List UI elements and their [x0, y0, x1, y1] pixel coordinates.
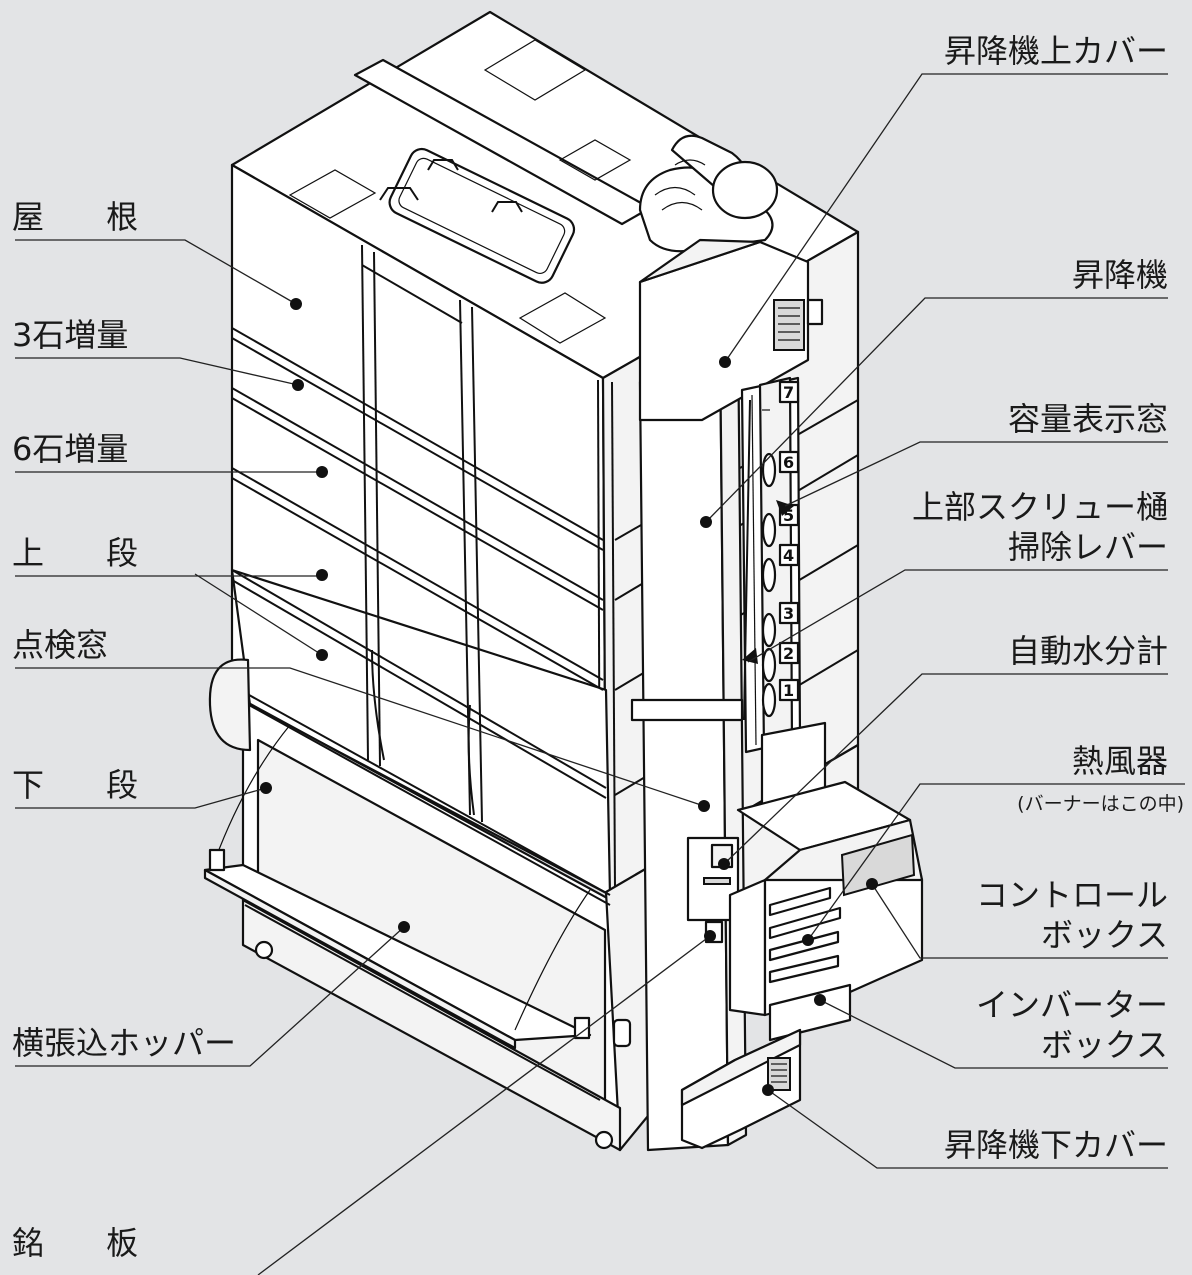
roof-dot	[290, 298, 302, 310]
elev-top-dot	[719, 356, 731, 368]
add6-dot	[316, 466, 328, 478]
capacity-number-boxes	[778, 380, 800, 702]
label-roof: 屋 根	[12, 198, 165, 236]
elevator-bottom-cover	[680, 1028, 802, 1150]
label-inverter-box-line2: ボックス	[1040, 1026, 1168, 1064]
capacity-numbers: 7 6 5 4 3 2 1	[783, 383, 794, 700]
label-elevator: 昇降機	[1071, 256, 1168, 294]
upper2-dot	[316, 649, 328, 661]
upper-dot	[316, 569, 328, 581]
capacity-number: 6	[783, 453, 794, 472]
elevator-dot	[700, 516, 712, 528]
fan-housing	[208, 658, 252, 752]
base-frame	[241, 898, 632, 1152]
label-add3: 3石増量	[12, 316, 129, 354]
label-control-box-line1: コントロール	[975, 876, 1168, 914]
heater-unit	[728, 721, 924, 1042]
label-upper-tier: 上 段	[12, 534, 165, 572]
panel-rows	[231, 327, 611, 906]
label-add6: 6石増量	[12, 430, 129, 468]
capacity-number: 3	[783, 604, 794, 623]
inverter-dot	[814, 994, 826, 1006]
label-control-box-line2: ボックス	[1040, 916, 1168, 954]
lower-dot	[260, 782, 272, 794]
nameplate-dot	[704, 930, 716, 942]
label-heater-note: (バーナーはこの中)	[1017, 793, 1184, 815]
capacity-number: 5	[783, 506, 794, 525]
elev-bottom-dot	[762, 1084, 774, 1096]
label-inverter-box-line1: インバーター	[975, 986, 1168, 1024]
heater-dot	[802, 934, 814, 946]
capacity-window-strip: 7 6 5 4 3 2 1	[740, 376, 802, 754]
hopper-tray	[203, 724, 592, 1050]
capacity-number: 4	[783, 546, 794, 565]
label-capacity-window: 容量表示窓	[1007, 400, 1168, 438]
label-inspection-window: 点検窓	[12, 626, 109, 664]
panel-posts	[361, 244, 483, 823]
control-dot	[866, 878, 878, 890]
label-nameplate: 銘 板	[12, 1224, 165, 1262]
capacity-number: 2	[783, 644, 794, 663]
label-lower-tier: 下 段	[12, 766, 165, 804]
hopper-dot	[398, 921, 410, 933]
add3-dot	[292, 379, 304, 391]
label-heater: 熱風器	[1071, 742, 1168, 780]
label-moisture-meter: 自動水分計	[1007, 632, 1168, 670]
leader-lines	[15, 73, 1185, 1275]
label-elevator-top-cover: 昇降機上カバー	[943, 32, 1168, 70]
exhaust-duct	[638, 134, 779, 253]
capacity-number: 1	[783, 681, 794, 700]
label-upper-screw-line1: 上部スクリュー樋	[911, 488, 1168, 526]
inspect-dot	[698, 800, 710, 812]
label-side-hopper: 横張込ホッパー	[12, 1024, 237, 1062]
label-elevator-bottom-cover: 昇降機下カバー	[943, 1126, 1168, 1164]
moisture-dot	[718, 858, 730, 870]
capacity-number: 7	[783, 383, 794, 402]
label-upper-screw-line2: 掃除レバー	[1007, 528, 1168, 566]
